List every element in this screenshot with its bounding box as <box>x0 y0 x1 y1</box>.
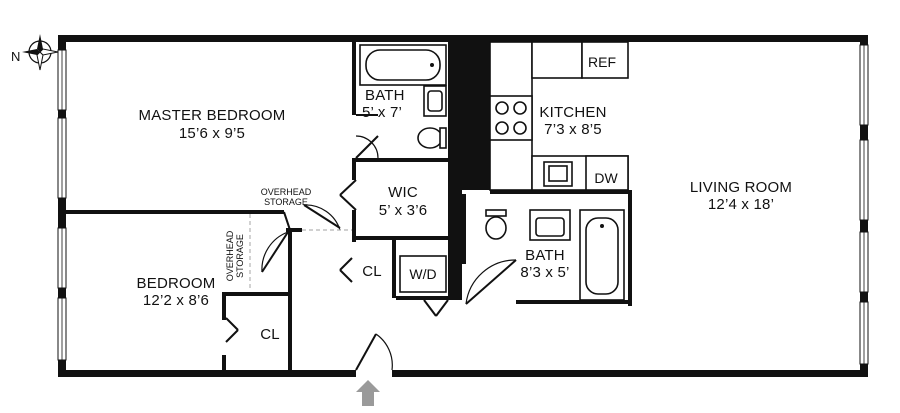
kitchen-size: 7’3 x 8’5 <box>544 121 602 138</box>
kitchen-name: KITCHEN <box>539 104 606 121</box>
master-bedroom-size: 15’6 x 9’5 <box>179 125 245 142</box>
bathtub-top <box>359 44 447 86</box>
wic-size: 5’ x 3’6 <box>379 202 428 219</box>
hall-closet-label: CL <box>362 263 382 280</box>
door-entry <box>355 333 393 371</box>
toilet-bottom-bath <box>485 209 507 240</box>
door-bath-bottom <box>465 259 517 305</box>
bath-bottom-name: BATH <box>525 247 565 264</box>
bath-top-size: 5’ x 7’ <box>362 104 402 121</box>
overhead-storage-side-line2: STORAGE <box>235 234 245 278</box>
window-left-lower <box>57 227 67 289</box>
overhead-storage-top-line1: OVERHEAD <box>261 187 312 197</box>
sink-bottom-bath <box>529 209 571 241</box>
wic-name: WIC <box>388 184 418 201</box>
dishwasher <box>585 155 629 191</box>
living-room-size: 12’4 x 18’ <box>708 196 774 213</box>
window-left-bottom <box>57 297 67 361</box>
bedroom-size: 12’2 x 8’6 <box>143 292 209 309</box>
entry-arrow-icon <box>356 380 380 406</box>
interior-walls <box>66 42 632 370</box>
door-bedroom-closet <box>225 317 239 343</box>
wd-label: W/D <box>409 266 436 282</box>
living-room-name: LIVING ROOM <box>690 179 792 196</box>
compass-north-label: N <box>11 49 20 64</box>
window-right-lower <box>859 231 869 293</box>
sink-top-bath <box>423 85 447 117</box>
dw-label: DW <box>594 170 618 186</box>
window-right-mid <box>859 139 869 221</box>
overhead-storage-top-line2: STORAGE <box>264 197 308 207</box>
door-hall-closet <box>339 257 353 283</box>
ref-label: REF <box>588 54 616 70</box>
compass-rose-icon <box>22 34 59 71</box>
bathtub-bottom <box>579 209 625 301</box>
toilet-top-bath <box>417 127 447 149</box>
window-left-mid <box>57 117 67 199</box>
window-right-top <box>859 44 869 126</box>
master-bedroom-name: MASTER BEDROOM <box>139 107 286 124</box>
window-left-top <box>57 49 67 111</box>
door-wd <box>423 299 449 317</box>
washer-dryer <box>399 255 447 293</box>
bedroom-closet-label: CL <box>260 326 280 343</box>
bath-bottom-size: 8’3 x 5’ <box>520 264 569 281</box>
bath-top-name: BATH <box>365 87 405 104</box>
bedroom-name: BEDROOM <box>137 275 216 292</box>
window-right-bottom <box>859 301 869 365</box>
stove-burners <box>489 95 533 141</box>
door-master-bedroom <box>303 204 341 231</box>
overhead-storage-outline <box>249 214 352 290</box>
door-bedroom <box>261 231 289 273</box>
kitchen-sink <box>543 161 573 187</box>
door-master-bath <box>355 114 379 159</box>
refrigerator <box>581 41 629 79</box>
door-wic <box>339 179 357 211</box>
overhead-storage-side-line1: OVERHEAD <box>225 230 235 281</box>
